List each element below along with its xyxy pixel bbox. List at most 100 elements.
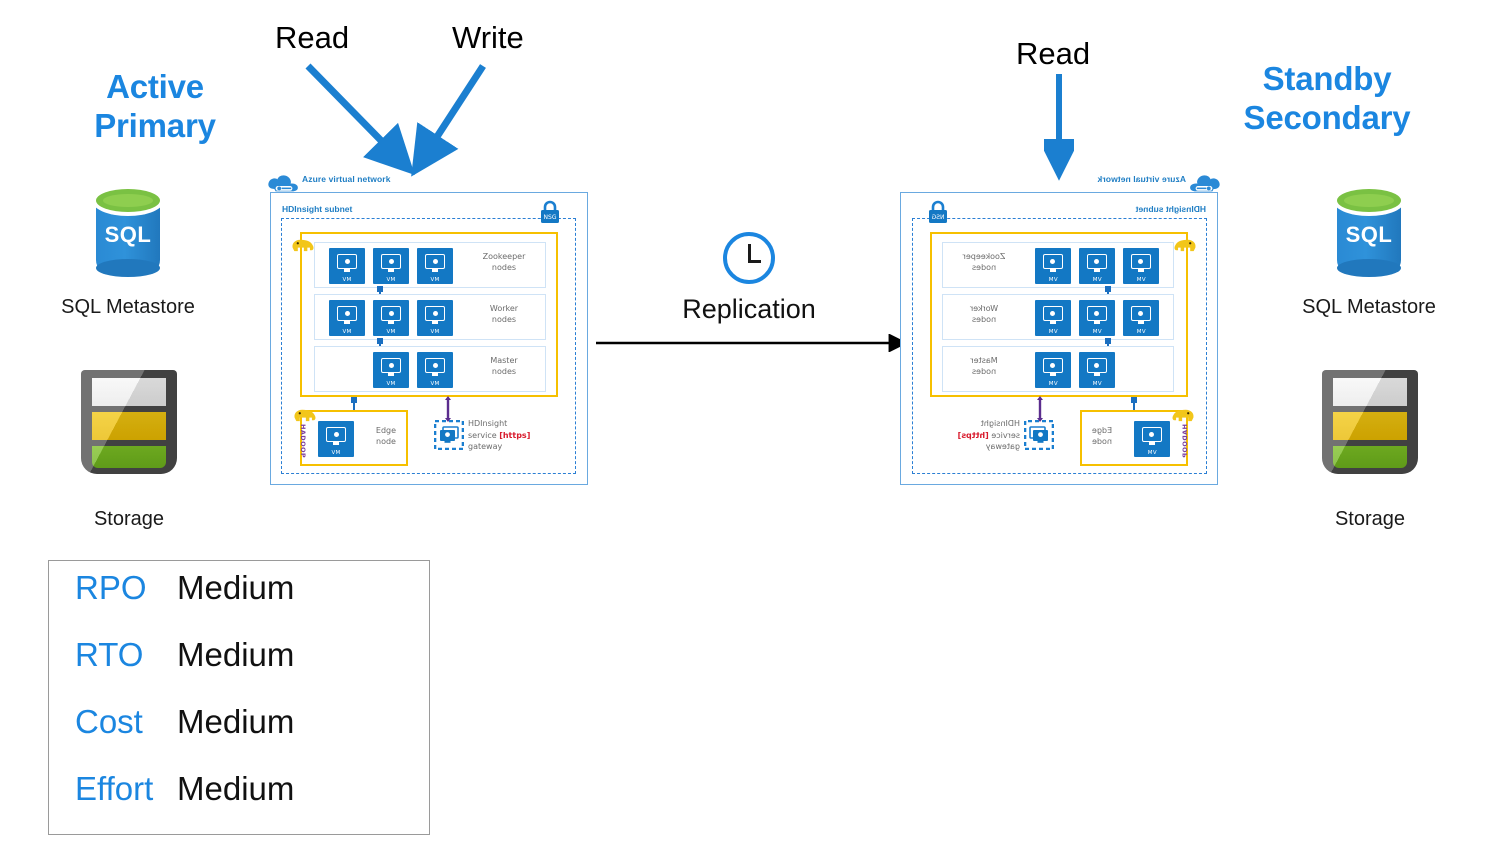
vm-label: VM bbox=[386, 329, 396, 335]
left-region-title-line1: Active bbox=[106, 68, 204, 105]
replication-arrow bbox=[596, 334, 908, 352]
zookeeper-label-line2: nodes bbox=[491, 262, 517, 272]
vm-tile: VM bbox=[318, 421, 354, 457]
vm-tile: VM bbox=[329, 300, 365, 336]
vm-label: VM bbox=[331, 450, 341, 456]
vm-label: VM bbox=[1048, 277, 1058, 283]
zookeeper-nodes-label: Zookeeper nodes bbox=[471, 252, 537, 274]
vm-label: VM bbox=[386, 381, 396, 387]
master-node-row: VM VM Master nodes bbox=[314, 346, 546, 392]
gateway-connector bbox=[1037, 396, 1043, 422]
right-region-title: Standby Secondary bbox=[1196, 60, 1458, 138]
vm-tile: VM bbox=[1123, 248, 1159, 284]
vm-label: VM bbox=[342, 277, 352, 283]
zookeeper-label-line2: nodes bbox=[971, 262, 997, 272]
vm-label: VM bbox=[342, 329, 352, 335]
hdinsight-gateway-icon bbox=[434, 420, 464, 450]
storage-band-green bbox=[1333, 446, 1407, 468]
edge-node-label: Edge node bbox=[1080, 426, 1124, 448]
left-storage bbox=[81, 370, 177, 474]
gateway-label-line3: gateway bbox=[468, 442, 503, 452]
vm-label: VM bbox=[1136, 277, 1146, 283]
master-label-line1: Master bbox=[970, 356, 998, 365]
right-hdinsight-cluster: Azure virtual network HDInsight subnet N… bbox=[900, 170, 1230, 485]
vm-tile: VM bbox=[373, 352, 409, 388]
svg-text:NSG: NSG bbox=[931, 214, 944, 221]
subnet-label: HDInsight subnet bbox=[282, 204, 353, 214]
left-write-label: Write bbox=[452, 20, 524, 55]
vm-tile: VM bbox=[1123, 300, 1159, 336]
right-sql-metastore: SQL bbox=[1333, 186, 1405, 277]
metric-value-effort: Medium bbox=[177, 770, 295, 807]
gateway-label-line3: gateway bbox=[985, 442, 1020, 452]
vm-tile: VM bbox=[1079, 352, 1115, 388]
gateway-label-line1: HDInsight bbox=[980, 419, 1020, 428]
vm-tile: VM bbox=[1079, 248, 1115, 284]
gateway-https-tag: [https] bbox=[957, 430, 989, 440]
worker-label-line2: nodes bbox=[971, 314, 997, 324]
right-read-label: Read bbox=[1016, 36, 1091, 71]
storage-band-white bbox=[1333, 378, 1407, 406]
zookeeper-label-line1: Zookeeper bbox=[482, 252, 526, 261]
edge-node-label: Edge node bbox=[364, 426, 408, 448]
metric-value-rpo: Medium bbox=[177, 569, 295, 606]
vm-tile: VM bbox=[1035, 300, 1071, 336]
worker-nodes-label: Worker nodes bbox=[471, 304, 537, 326]
metric-key-cost: Cost bbox=[75, 703, 143, 740]
zookeeper-node-row: VM VM VM Zookeeper nodes bbox=[942, 242, 1174, 288]
vm-label: VM bbox=[430, 381, 440, 387]
storage-band-yellow bbox=[1333, 412, 1407, 440]
subnet-boundary bbox=[281, 218, 576, 474]
right-flow-arrow bbox=[1044, 74, 1074, 181]
replication-label: Replication bbox=[682, 294, 816, 324]
row-connector-dot bbox=[1105, 286, 1111, 292]
master-label-line2: nodes bbox=[491, 366, 517, 376]
vm-label: VM bbox=[1092, 381, 1102, 387]
vm-label: VM bbox=[1092, 329, 1102, 335]
hdinsight-gateway-icon bbox=[1024, 420, 1054, 450]
left-region-title: Active Primary bbox=[40, 68, 270, 146]
right-storage bbox=[1322, 370, 1418, 474]
edge-label-line1: Edge bbox=[375, 426, 397, 435]
storage-band-yellow bbox=[92, 412, 166, 440]
replication-clock bbox=[723, 232, 775, 284]
subnet-label: HDInsight subnet bbox=[1135, 204, 1206, 214]
right-sql-caption: SQL Metastore bbox=[1302, 296, 1436, 318]
azure-cloud-icon bbox=[1190, 175, 1220, 192]
worker-label-line2: nodes bbox=[491, 314, 517, 324]
left-region-title-line2: Primary bbox=[94, 106, 216, 144]
vnet-label: Azure virtual network bbox=[1097, 174, 1186, 184]
vm-label: VM bbox=[386, 277, 396, 283]
metric-key-effort: Effort bbox=[75, 770, 154, 807]
edge-label-line2: node bbox=[1092, 436, 1112, 446]
left-storage-caption: Storage bbox=[93, 508, 165, 530]
vm-label: VM bbox=[430, 329, 440, 335]
vm-tile: VM bbox=[1035, 352, 1071, 388]
cluster-diagram: Azure virtual network HDInsight subnet N… bbox=[900, 170, 1230, 485]
master-label-line1: Master bbox=[490, 356, 518, 365]
metrics-row: Effort Medium bbox=[49, 772, 429, 839]
hadoop-elephant-icon bbox=[1172, 409, 1194, 422]
worker-label-line1: Worker bbox=[489, 304, 519, 313]
row-connector-dot bbox=[1105, 338, 1111, 344]
master-node-row: VM VM Master nodes bbox=[942, 346, 1174, 392]
metrics-row: RPO Medium bbox=[49, 571, 429, 638]
clock-icon bbox=[723, 232, 775, 284]
edge-label-line1: Edge bbox=[1091, 426, 1113, 435]
metric-key-rpo: RPO bbox=[75, 569, 147, 606]
azure-cloud-icon bbox=[268, 175, 298, 192]
sql-database-icon: SQL bbox=[1333, 186, 1405, 277]
sql-cylinder-top bbox=[96, 189, 160, 212]
gateway-https-tag: [https] bbox=[499, 430, 531, 440]
vm-tile: VM bbox=[417, 352, 453, 388]
right-storage-caption: Storage bbox=[1334, 508, 1406, 530]
svg-text:NSG: NSG bbox=[544, 214, 557, 221]
nsg-lock-icon: NSG bbox=[541, 200, 559, 223]
gateway-label-line2: service [https] bbox=[934, 430, 1020, 442]
hadoop-elephant-icon bbox=[1174, 239, 1196, 252]
vm-tile: VM bbox=[329, 248, 365, 284]
zookeeper-node-row: VM VM VM Zookeeper nodes bbox=[314, 242, 546, 288]
master-nodes-label: Master nodes bbox=[951, 356, 1017, 378]
metric-value-rto: Medium bbox=[177, 636, 295, 673]
vm-label: VM bbox=[430, 277, 440, 283]
